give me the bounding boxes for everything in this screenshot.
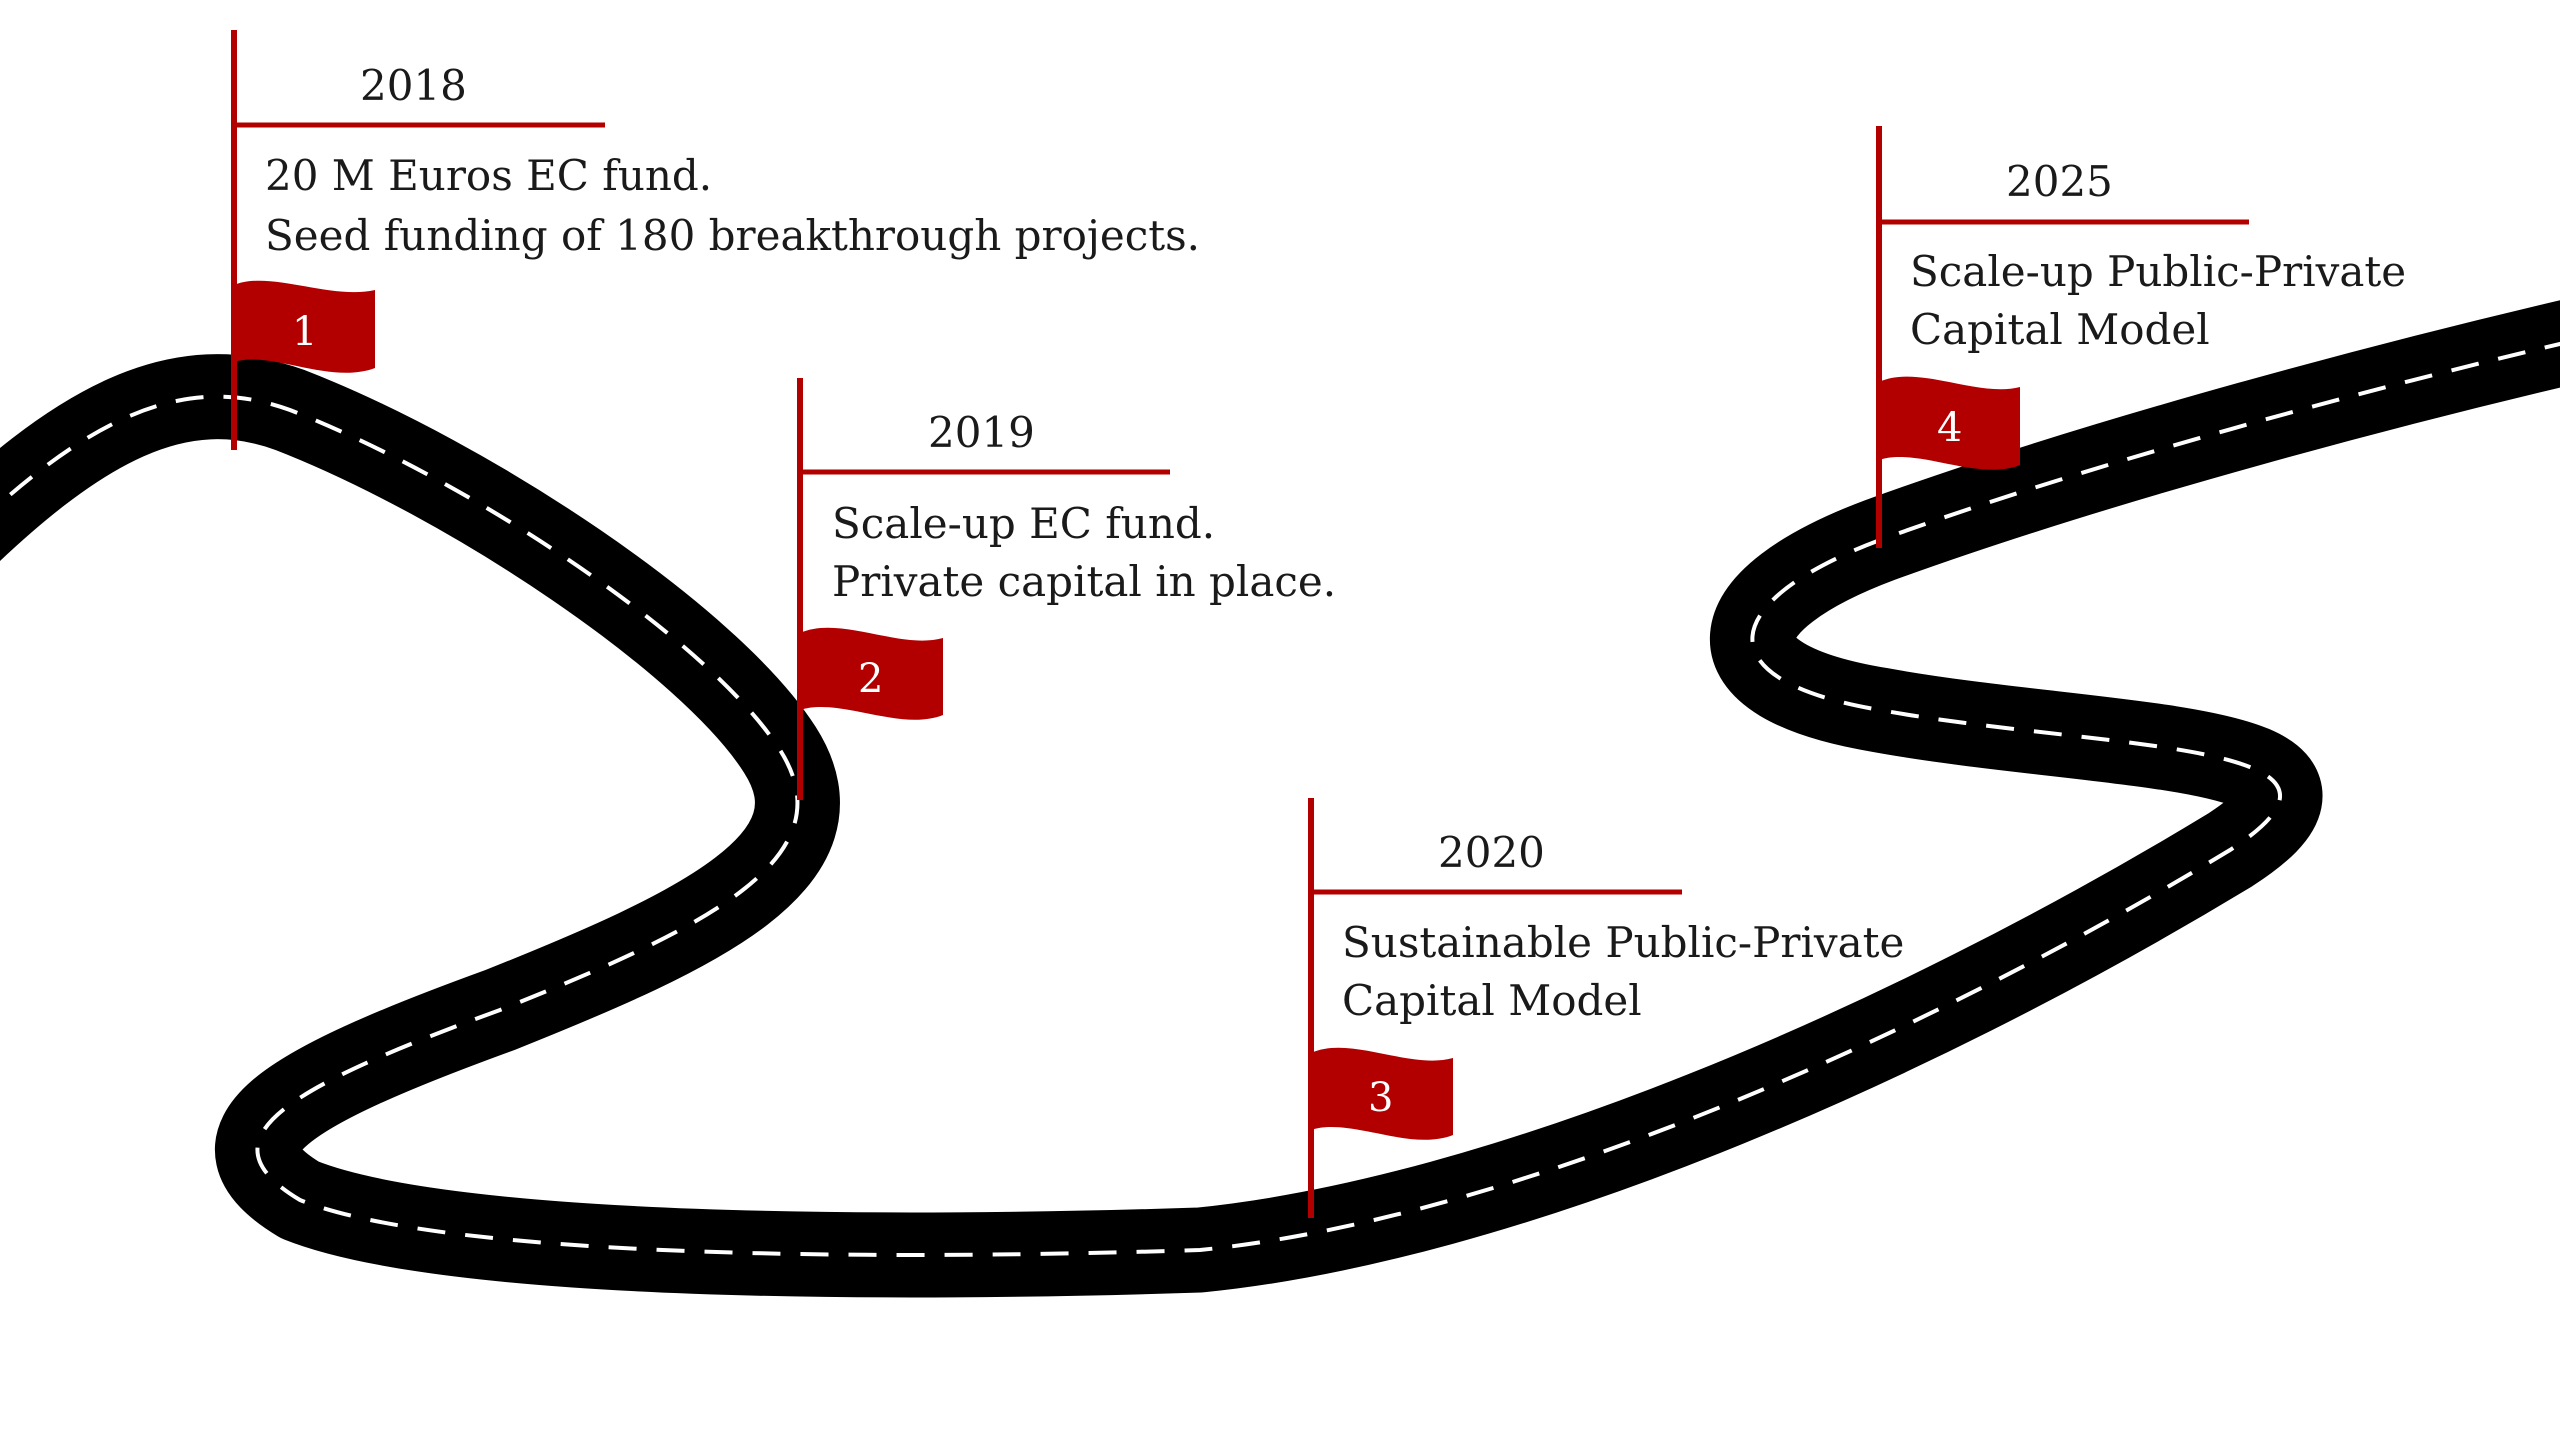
road-surface bbox=[0, 300, 2560, 1298]
milestone-1-flag-number: 1 bbox=[292, 309, 317, 355]
milestone-2-flag bbox=[800, 627, 943, 720]
milestone-3-year: 2020 bbox=[1438, 828, 1545, 877]
milestone-2-flag-number: 2 bbox=[858, 656, 883, 702]
milestone-4-line-2: Capital Model bbox=[1910, 305, 2210, 354]
milestone-4-flag-number: 4 bbox=[1937, 405, 1962, 451]
milestone-3-line-2: Capital Model bbox=[1342, 976, 1642, 1025]
milestone-1: 2018 20 M Euros EC fund. Seed funding of… bbox=[231, 30, 1200, 450]
milestone-3: 2020 Sustainable Public-Private Capital … bbox=[1308, 798, 1904, 1218]
milestone-3-line-1: Sustainable Public-Private bbox=[1342, 918, 1904, 967]
milestone-4-flag bbox=[1879, 376, 2020, 470]
milestone-2: 2019 Scale-up EC fund. Private capital i… bbox=[797, 378, 1336, 800]
milestone-1-line-2: Seed funding of 180 breakthrough project… bbox=[265, 211, 1200, 260]
milestone-1-year: 2018 bbox=[360, 61, 467, 110]
milestone-3-flag bbox=[1311, 1047, 1453, 1140]
road-center-line bbox=[0, 341, 2560, 1257]
road bbox=[0, 300, 2560, 1298]
milestone-4-line-1: Scale-up Public-Private bbox=[1910, 247, 2406, 296]
milestone-2-line-2: Private capital in place. bbox=[832, 557, 1336, 606]
milestone-3-flag-number: 3 bbox=[1368, 1075, 1393, 1121]
milestone-2-line-1: Scale-up EC fund. bbox=[832, 499, 1215, 548]
milestone-1-flag bbox=[234, 280, 375, 373]
milestone-4-year: 2025 bbox=[2006, 157, 2113, 206]
milestone-1-line-1: 20 M Euros EC fund. bbox=[265, 151, 712, 200]
milestone-2-year: 2019 bbox=[928, 408, 1035, 457]
milestone-4: 2025 Scale-up Public-Private Capital Mod… bbox=[1876, 126, 2406, 548]
